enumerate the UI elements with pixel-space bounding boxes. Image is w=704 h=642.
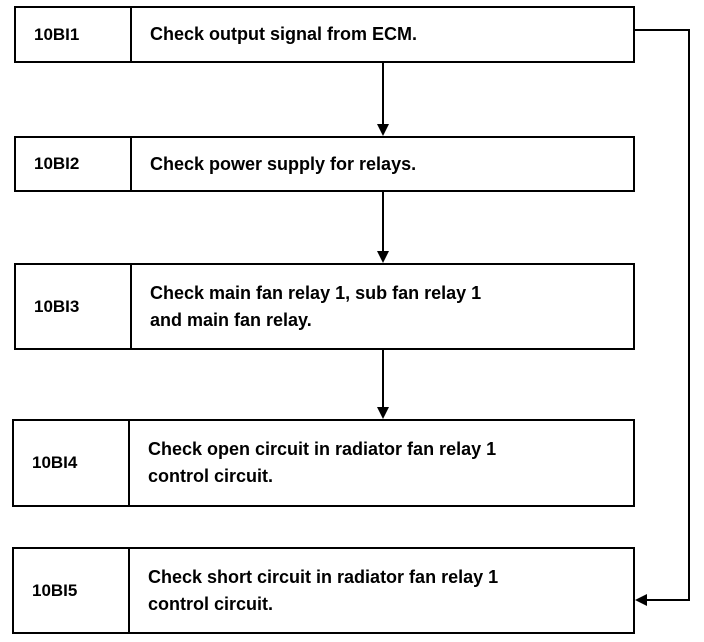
step-box-10bi3: 10BI3 Check main fan relay 1, sub fan re… xyxy=(14,263,635,350)
step-text: Check output signal from ECM. xyxy=(150,24,418,44)
step-text: Check short circuit in radiator fan rela… xyxy=(148,566,499,614)
step-text: Check power supply for relays. xyxy=(150,153,417,174)
arrow-1-to-5-bypass xyxy=(635,29,690,606)
step-box-10bi4: 10BI4 Check open circuit in radiator fan… xyxy=(12,419,635,507)
step-box-10bi2: 10BI2 Check power supply for relays. xyxy=(14,136,635,192)
step-id: 10BI2 xyxy=(16,138,132,190)
step-box-10bi1: 10BI1 Check output signal from ECM. xyxy=(14,6,635,63)
step-text: Check open circuit in radiator fan relay… xyxy=(148,439,497,486)
step-id: 10BI1 xyxy=(16,8,132,61)
step-id: 10BI3 xyxy=(16,265,132,348)
step-box-10bi5: 10BI5 Check short circuit in radiator fa… xyxy=(12,547,635,634)
step-id: 10BI4 xyxy=(14,421,130,505)
step-id: 10BI5 xyxy=(14,549,130,632)
step-text: Check main fan relay 1, sub fan relay 1 … xyxy=(150,282,482,330)
